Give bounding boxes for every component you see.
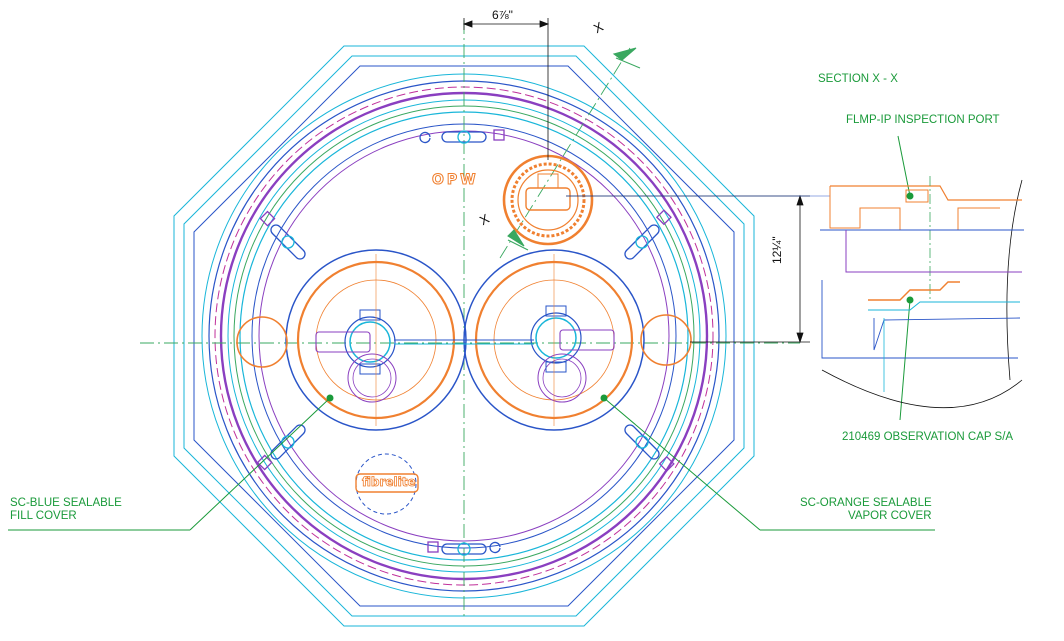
bullets — [326, 192, 914, 402]
fibrelite-badge-box — [355, 473, 419, 493]
blue-cover-label-line1: SC-BLUE SEALABLE — [10, 497, 122, 509]
section-arc-top — [1006, 179, 1023, 381]
bullet-orange-cover — [600, 394, 608, 402]
inspection-port — [502, 154, 594, 246]
orange-cover-hub-inner — [535, 317, 577, 359]
orange-cover-handle — [559, 329, 615, 351]
section-port-body — [830, 185, 1022, 201]
orange-cover-label-line2: VAPOR COVER — [848, 510, 932, 522]
blue-cover-adaptor — [347, 353, 397, 403]
blue-cover-adaptor-2 — [352, 358, 392, 398]
leader-inspection-port — [897, 135, 911, 197]
orange-cover-lock — [545, 305, 567, 317]
lock-upper-right — [624, 209, 672, 260]
leader-orange-cover — [603, 397, 761, 531]
connecting-rod — [394, 339, 534, 345]
orange-cover-adaptor — [537, 353, 587, 403]
top-dimension-label: 6⅞" — [492, 8, 513, 22]
perimeter-locks — [256, 129, 675, 556]
leader-lines — [8, 135, 935, 531]
inspection-port-label: FLMP-IP INSPECTION PORT — [846, 114, 1000, 126]
fibrelite-logo: fibrelite — [362, 475, 416, 490]
inspection-port-inner — [517, 169, 579, 231]
right-dimension-label: 12¼" — [770, 236, 784, 264]
orange-cover-hub-outer — [530, 312, 582, 364]
observation-cap-label: 210469 OBSERVATION CAP S/A — [842, 431, 1014, 443]
top-dimension — [462, 18, 550, 160]
lock-lower-left — [256, 424, 306, 471]
section-arrow-upper — [612, 47, 637, 61]
inspection-port-ring — [510, 162, 586, 238]
left-tab-circle — [236, 316, 288, 368]
inspection-port-handle — [525, 187, 571, 211]
bullet-observation-cap — [906, 296, 914, 304]
leader-blue-cover — [189, 397, 331, 531]
section-label: SECTION X - X — [818, 73, 898, 85]
lock-lower-right — [624, 424, 675, 472]
blue-cover-handle — [315, 331, 371, 353]
blue-cover-hub-outer — [344, 316, 396, 368]
blue-fill-cover — [236, 249, 467, 431]
section-arc — [821, 369, 1023, 409]
section-cut-line — [499, 47, 631, 259]
blue-cover-lock-2 — [359, 363, 381, 375]
octagon-frames — [173, 45, 755, 627]
inspection-port-outer — [502, 154, 594, 246]
bullet-blue-cover — [326, 394, 334, 402]
orange-cover-label-line1: SC-ORANGE SEALABLE — [800, 497, 932, 509]
centerlines — [140, 20, 800, 620]
blue-cover-hub-inner — [349, 321, 391, 363]
right-tab-circle — [640, 314, 692, 366]
bullet-inspection-port — [906, 192, 914, 200]
blue-cover-lock — [359, 309, 381, 321]
lock-bottom — [427, 541, 501, 556]
opw-logo: OPW — [432, 172, 479, 189]
section-arrows — [507, 47, 641, 251]
lock-upper-left — [259, 210, 306, 260]
lock-top — [419, 129, 505, 144]
orange-cover-lock-2 — [545, 361, 567, 373]
octagon-2 — [183, 55, 745, 617]
octagon-3 — [193, 65, 735, 607]
blue-cover-label-line2: FILL COVER — [10, 510, 77, 522]
section-arrow-lower — [507, 229, 525, 247]
section-detail — [820, 176, 1024, 409]
orange-cover-adaptor-2 — [542, 358, 582, 398]
outer-octagon — [173, 45, 755, 627]
